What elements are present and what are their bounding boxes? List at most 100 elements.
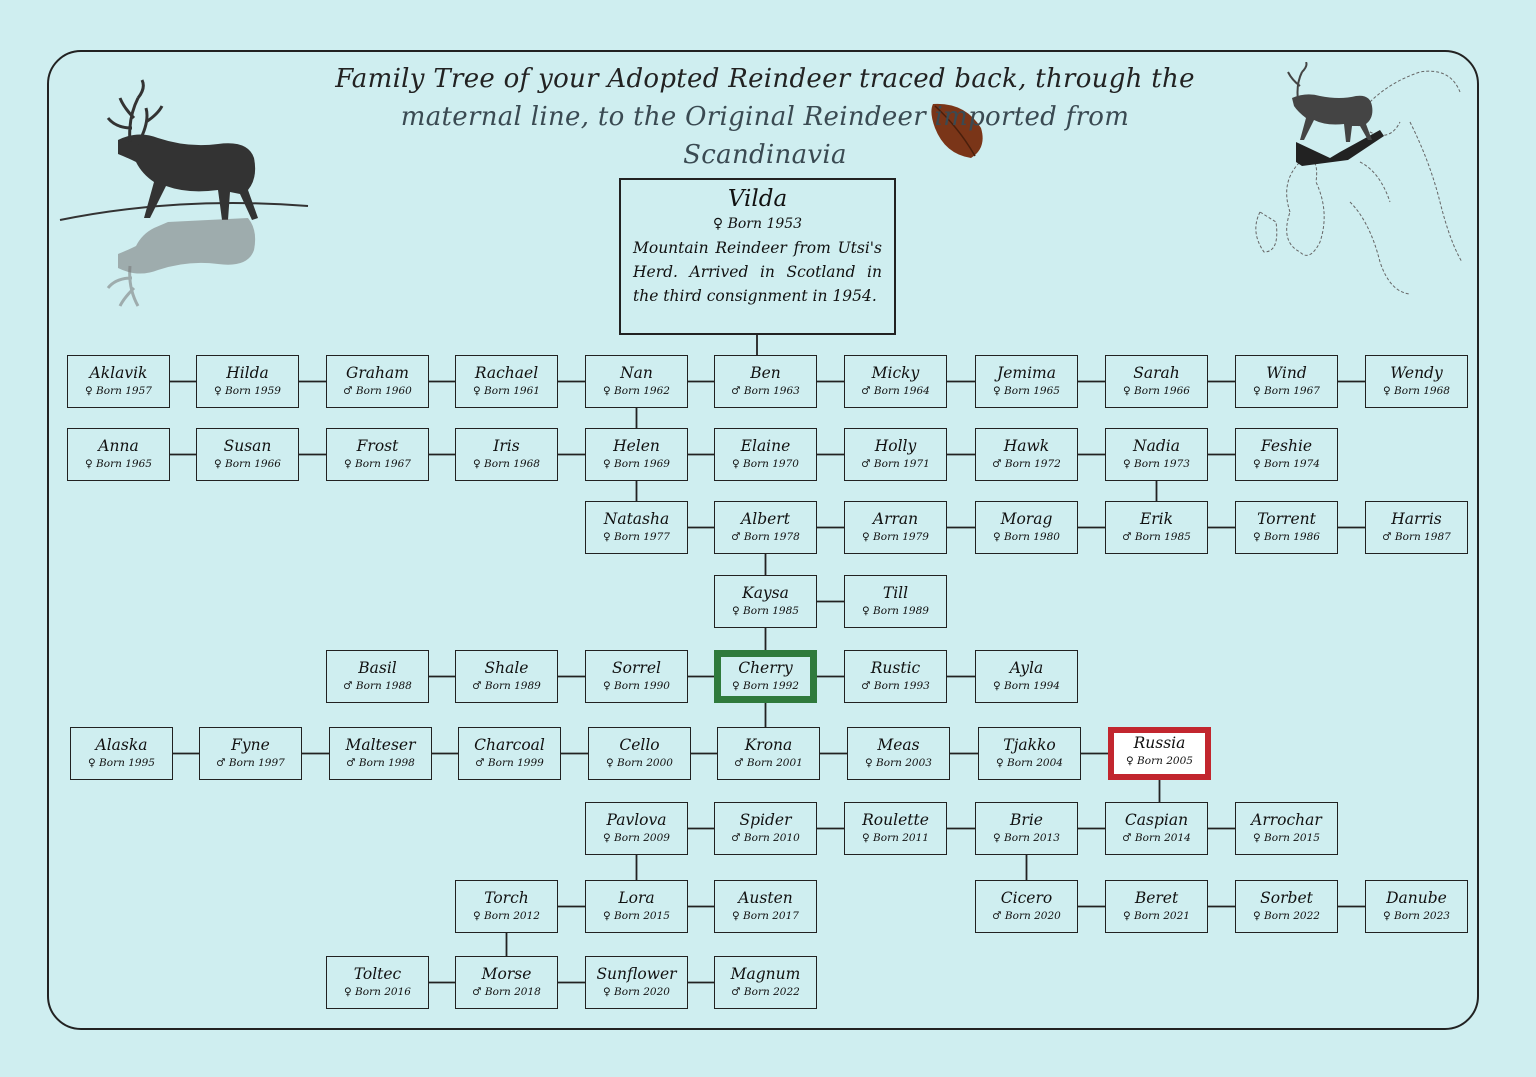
reindeer-name: Basil [358, 659, 397, 677]
reindeer-born: ♀ Born 2011 [862, 832, 929, 844]
reindeer-micky[interactable]: Micky♂ Born 1964 [844, 355, 947, 408]
reindeer-russia[interactable]: Russia♀ Born 2005 [1108, 727, 1211, 780]
reindeer-shale[interactable]: Shale♂ Born 1989 [455, 650, 558, 703]
reindeer-anna[interactable]: Anna♀ Born 1965 [67, 428, 170, 481]
reindeer-cello[interactable]: Cello♀ Born 2000 [588, 727, 691, 780]
reindeer-susan[interactable]: Susan♀ Born 1966 [196, 428, 299, 481]
reindeer-name: Sorrel [612, 659, 661, 677]
reindeer-name: Spider [739, 811, 792, 829]
reindeer-born: ♀ Born 1990 [603, 680, 670, 692]
reindeer-roulette[interactable]: Roulette♀ Born 2011 [844, 802, 947, 855]
reindeer-austen[interactable]: Austen♀ Born 2017 [714, 880, 817, 933]
reindeer-sorrel[interactable]: Sorrel ♀ Born 1990 [585, 650, 688, 703]
reindeer-krona[interactable]: Krona♂ Born 2001 [717, 727, 820, 780]
reindeer-name: Holly [874, 437, 917, 455]
reindeer-alaska[interactable]: Alaska♀ Born 1995 [70, 727, 173, 780]
reindeer-toltec[interactable]: Toltec♀ Born 2016 [326, 956, 429, 1009]
reindeer-name: Pavlova [606, 811, 667, 829]
reindeer-cicero[interactable]: Cicero♂ Born 2020 [975, 880, 1078, 933]
reindeer-sorbet[interactable]: Sorbet ♀ Born 2022 [1235, 880, 1338, 933]
reindeer-basil[interactable]: Basil♂ Born 1988 [326, 650, 429, 703]
reindeer-lora[interactable]: Lora♀ Born 2015 [585, 880, 688, 933]
reindeer-name: Wind [1266, 364, 1307, 382]
reindeer-name: Kaysa [742, 584, 789, 602]
reindeer-spider[interactable]: Spider♂ Born 2010 [714, 802, 817, 855]
reindeer-name: Iris [493, 437, 520, 455]
reindeer-name: Krona [744, 736, 793, 754]
reindeer-torrent[interactable]: Torrent♀ Born 1986 [1235, 501, 1338, 554]
reindeer-till[interactable]: Till♀ Born 1989 [844, 575, 947, 628]
reindeer-arrochar[interactable]: Arrochar♀ Born 2015 [1235, 802, 1338, 855]
reindeer-name: Hilda [226, 364, 269, 382]
reindeer-born: ♀ Born 1986 [1253, 531, 1320, 543]
reindeer-hawk[interactable]: Hawk♂ Born 1972 [975, 428, 1078, 481]
reindeer-torch[interactable]: Torch♀ Born 2012 [455, 880, 558, 933]
reindeer-rustic[interactable]: Rustic♂ Born 1993 [844, 650, 947, 703]
reindeer-brie[interactable]: Brie♀ Born 2013 [975, 802, 1078, 855]
root-description: Mountain Reindeer from Utsi's Herd. Arri… [633, 239, 882, 305]
reindeer-harris[interactable]: Harris♂ Born 1987 [1365, 501, 1468, 554]
reindeer-elaine[interactable]: Elaine♀ Born 1970 [714, 428, 817, 481]
reindeer-ben[interactable]: Ben♂ Born 1963 [714, 355, 817, 408]
reindeer-wind[interactable]: Wind♀ Born 1967 [1235, 355, 1338, 408]
reindeer-pavlova[interactable]: Pavlova♀ Born 2009 [585, 802, 688, 855]
reindeer-born: ♂ Born 1989 [472, 680, 541, 692]
reindeer-graham[interactable]: Graham♂ Born 1960 [326, 355, 429, 408]
reindeer-frost[interactable]: Frost♀ Born 1967 [326, 428, 429, 481]
root-ancestor-box[interactable]: Vilda ♀ Born 1953 Mountain Reindeer from… [619, 178, 896, 335]
reindeer-feshie[interactable]: Feshie♀ Born 1974 [1235, 428, 1338, 481]
reindeer-name: Morse [481, 965, 532, 983]
reindeer-nan[interactable]: Nan♀ Born 1962 [585, 355, 688, 408]
reindeer-born: ♀ Born 2021 [1123, 910, 1190, 922]
reindeer-fyne[interactable]: Fyne♂ Born 1997 [199, 727, 302, 780]
title-line-1: Family Tree of your Adopted Reindeer tra… [335, 64, 1195, 94]
reindeer-born: ♂ Born 1978 [731, 531, 800, 543]
reindeer-born: ♀ Born 1980 [993, 531, 1060, 543]
reindeer-name: Nadia [1133, 437, 1180, 455]
reindeer-charcoal[interactable]: Charcoal♂ Born 1999 [458, 727, 561, 780]
reindeer-erik[interactable]: Erik♂ Born 1985 [1105, 501, 1208, 554]
reindeer-name: Feshie [1260, 437, 1313, 455]
reindeer-meas[interactable]: Meas♀ Born 2003 [847, 727, 950, 780]
reindeer-jemima[interactable]: Jemima♀ Born 1965 [975, 355, 1078, 408]
reindeer-sarah[interactable]: Sarah♀ Born 1966 [1105, 355, 1208, 408]
reindeer-cherry[interactable]: Cherry♀ Born 1992 [714, 650, 817, 703]
reindeer-name: Ben [750, 364, 781, 382]
reindeer-born: ♀ Born 1961 [473, 385, 540, 397]
reindeer-tjakko[interactable]: Tjakko♀ Born 2004 [978, 727, 1081, 780]
reindeer-sunflower[interactable]: Sunflower♀ Born 2020 [585, 956, 688, 1009]
reindeer-wendy[interactable]: Wendy♀ Born 1968 [1365, 355, 1468, 408]
reindeer-name: Wendy [1390, 364, 1443, 382]
reindeer-born: ♀ Born 2023 [1383, 910, 1450, 922]
reindeer-malteser[interactable]: Malteser♂ Born 1998 [329, 727, 432, 780]
reindeer-beret[interactable]: Beret♀ Born 2021 [1105, 880, 1208, 933]
reindeer-holly[interactable]: Holly♂ Born 1971 [844, 428, 947, 481]
reindeer-born: ♂ Born 1987 [1382, 531, 1451, 543]
reindeer-morag[interactable]: Morag♀ Born 1980 [975, 501, 1078, 554]
reindeer-kaysa[interactable]: Kaysa ♀ Born 1985 [714, 575, 817, 628]
reindeer-albert[interactable]: Albert♂ Born 1978 [714, 501, 817, 554]
reindeer-aklavik[interactable]: Aklavik♀ Born 1957 [67, 355, 170, 408]
reindeer-name: Sorbet [1260, 889, 1313, 907]
reindeer-name: Arrochar [1251, 811, 1322, 829]
reindeer-danube[interactable]: Danube♀ Born 2023 [1365, 880, 1468, 933]
reindeer-magnum[interactable]: Magnum♂ Born 2022 [714, 956, 817, 1009]
reindeer-born: ♀ Born 1957 [85, 385, 152, 397]
reindeer-born: ♂ Born 2014 [1122, 832, 1191, 844]
reindeer-hilda[interactable]: Hilda♀ Born 1959 [196, 355, 299, 408]
reindeer-ayla[interactable]: Ayla♀ Born 1994 [975, 650, 1078, 703]
reindeer-rachael[interactable]: Rachael♀ Born 1961 [455, 355, 558, 408]
reindeer-born: ♂ Born 1999 [475, 757, 544, 769]
reindeer-name: Till [882, 584, 909, 602]
reindeer-born: ♀ Born 2022 [1253, 910, 1320, 922]
reindeer-born: ♀ Born 1965 [993, 385, 1060, 397]
reindeer-iris[interactable]: Iris♀ Born 1968 [455, 428, 558, 481]
reindeer-helen[interactable]: Helen♀ Born 1969 [585, 428, 688, 481]
reindeer-born: ♀ Born 1985 [732, 605, 799, 617]
reindeer-natasha[interactable]: Natasha♀ Born 1977 [585, 501, 688, 554]
reindeer-morse[interactable]: Morse♂ Born 2018 [455, 956, 558, 1009]
reindeer-nadia[interactable]: Nadia♀ Born 1973 [1105, 428, 1208, 481]
reindeer-caspian[interactable]: Caspian♂ Born 2014 [1105, 802, 1208, 855]
reindeer-arran[interactable]: Arran♀ Born 1979 [844, 501, 947, 554]
